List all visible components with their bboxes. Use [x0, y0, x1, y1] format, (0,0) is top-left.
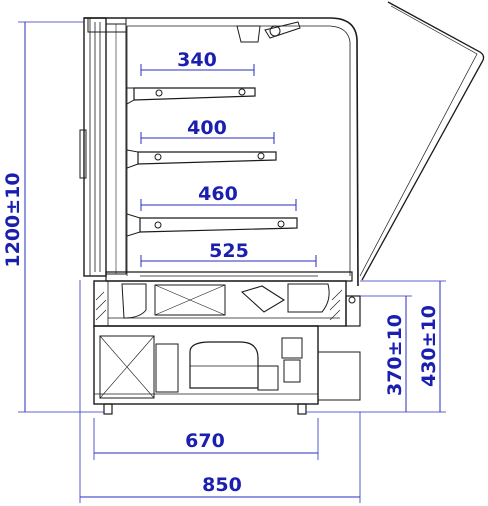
- label-shelf-340: 340: [177, 49, 217, 71]
- label-shelf-400: 400: [187, 117, 227, 139]
- fan-unit: [240, 285, 286, 313]
- compressor: [189, 341, 259, 389]
- insulation-hatch: [95, 289, 343, 321]
- cabinet-inner-outline: [127, 25, 351, 276]
- open-glass-lid-inner: [359, 5, 478, 277]
- receiver: [283, 359, 301, 383]
- label-base-depth: 670: [185, 430, 225, 452]
- label-total-depth: 850: [202, 474, 242, 496]
- base-deck: [105, 271, 353, 282]
- condenser-fan: [155, 343, 179, 393]
- evaporator-section: [93, 280, 347, 327]
- light-housing: [236, 25, 261, 43]
- dimension-line-525: [140, 255, 317, 267]
- shelf-2: [126, 149, 277, 169]
- label-shelf-525: 525: [209, 240, 249, 262]
- dimension-line-total-depth: [79, 280, 361, 503]
- rear-duct: [287, 283, 330, 313]
- filter-drier: [281, 337, 303, 359]
- top-fitting: [87, 17, 127, 33]
- evaporator-coil: [154, 284, 226, 316]
- front-insulation: [93, 280, 109, 327]
- controller-knob: [348, 296, 356, 304]
- evaporator-coil-line: [154, 284, 226, 316]
- condenser: [99, 335, 155, 399]
- dimension-line-340: [140, 64, 255, 76]
- label-shelf-460: 460: [198, 183, 238, 205]
- door-handle: [79, 129, 87, 179]
- drain-tray: [121, 283, 147, 319]
- dimension-line-base-height: [306, 295, 412, 413]
- dimension-line-counter-height: [360, 280, 446, 413]
- label-total-height: 1200±10: [2, 172, 24, 267]
- dimension-line-460: [140, 199, 297, 211]
- label-counter-height: 430±10: [418, 305, 440, 387]
- cabinet-outline: [84, 17, 359, 287]
- open-glass-lid: [361, 1, 485, 281]
- condenser-line: [99, 335, 155, 399]
- hinge-bracket: [264, 21, 301, 39]
- side-electrical-box: [317, 351, 361, 401]
- shelf-3: [126, 213, 298, 237]
- rear-foot: [297, 403, 307, 415]
- dimension-line-400: [140, 132, 275, 144]
- front-foot: [103, 403, 113, 415]
- shelf-1: [126, 87, 256, 105]
- dimension-line-total-height: [18, 21, 104, 413]
- relay-box: [257, 365, 279, 391]
- label-base-height: 370±10: [384, 314, 406, 396]
- dimension-line-base-depth: [93, 418, 319, 460]
- control-panel: [345, 295, 361, 327]
